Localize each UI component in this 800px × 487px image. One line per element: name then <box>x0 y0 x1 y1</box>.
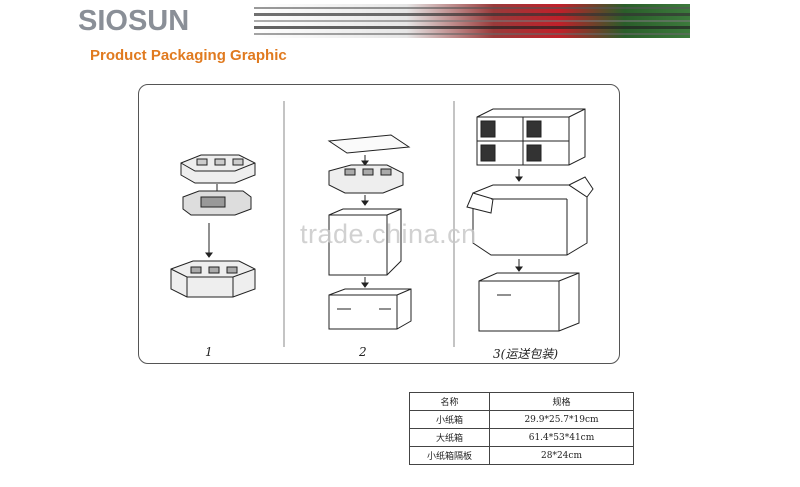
step3-stacked-boxes-icon <box>476 108 586 166</box>
step3-sealed-shipping-box-icon <box>478 272 580 332</box>
siosun-logo: SIOSUN <box>78 4 189 38</box>
step2-closed-box-icon <box>328 288 412 330</box>
table-row: 小纸箱 29.9*25.7*19cm <box>409 410 634 429</box>
step2-tray-icon <box>328 164 404 194</box>
step-3-label: 3(运送包装) <box>493 347 558 361</box>
step-1-label: 1 <box>205 345 213 359</box>
step-2-label: 2 <box>359 345 367 359</box>
cell-spec: 29.9*25.7*19cm <box>489 410 634 429</box>
step2-open-box-icon <box>328 208 402 276</box>
header-stripe-banner <box>254 4 690 38</box>
watermark: trade.china.cn <box>300 219 477 249</box>
step1-device-icon <box>182 190 252 216</box>
table-header-row: 名称 规格 <box>409 392 634 411</box>
cell-spec: 28*24cm <box>489 446 634 465</box>
packaging-diagram-panel: 1 2 3(运送包装) <box>138 84 620 364</box>
cell-name: 大纸箱 <box>409 428 490 447</box>
spec-table: 名称 规格 小纸箱 29.9*25.7*19cm 大纸箱 61.4*53*41c… <box>409 392 634 465</box>
column-header-name: 名称 <box>409 392 490 411</box>
column-header-spec: 规格 <box>489 392 634 411</box>
page-subtitle: Product Packaging Graphic <box>90 47 287 64</box>
cell-name: 小纸箱 <box>409 410 490 429</box>
cell-spec: 61.4*53*41cm <box>489 428 634 447</box>
logo-text: SIOSUN <box>78 4 190 37</box>
packaging-diagram <box>170 101 594 347</box>
step3-open-shipping-box-icon <box>466 176 594 256</box>
table-row: 小纸箱隔板 28*24cm <box>409 446 634 465</box>
step1-assembled-tray-icon <box>170 260 256 298</box>
step1-top-tray-icon <box>180 154 256 184</box>
cell-name: 小纸箱隔板 <box>409 446 490 465</box>
step2-divider-sheet-icon <box>327 134 411 154</box>
table-row: 大纸箱 61.4*53*41cm <box>409 428 634 447</box>
